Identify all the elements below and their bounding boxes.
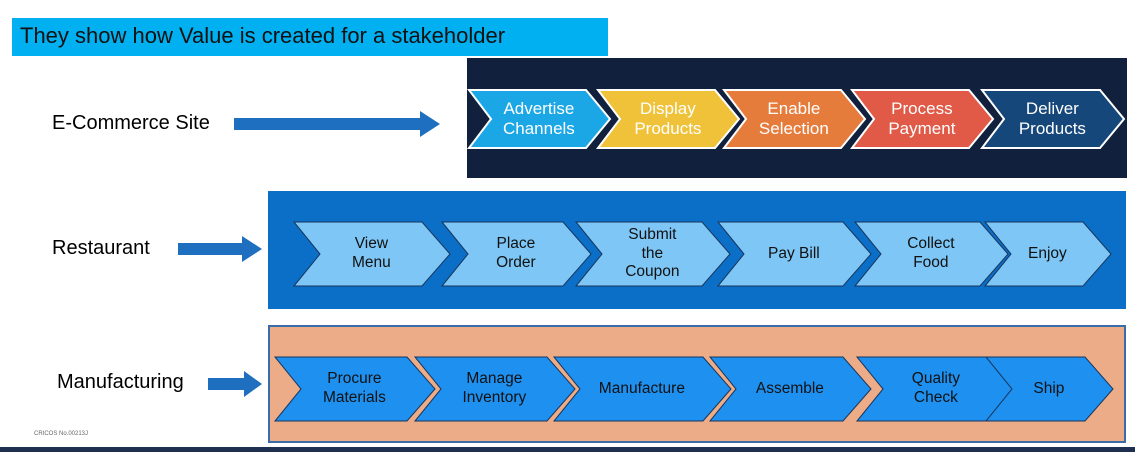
pointer-arrow-ecommerce (234, 111, 440, 137)
chevron-flow-svg (273, 356, 1114, 422)
process-step-line: Assemble (755, 379, 824, 397)
process-step-line: Products (634, 119, 702, 138)
process-step-line: Quality (911, 370, 961, 388)
process-step-line: Place (496, 235, 536, 253)
chevron-flow-svg (467, 89, 1126, 149)
process-step-label: Pay Bill (734, 222, 855, 286)
process-step-line: Materials (322, 389, 386, 406)
process-step-chevron (849, 89, 995, 149)
row-label-restaurant: Restaurant (52, 237, 150, 259)
process-step-line: Inventory (462, 389, 527, 406)
slide-title: They show how Value is created for a sta… (12, 18, 608, 56)
process-step-line: Manufacture (598, 379, 685, 397)
process-step-line: Food (913, 254, 949, 271)
chevron-flow-svg (292, 221, 1112, 287)
bottom-rule (0, 447, 1135, 452)
process-step-chevron (721, 89, 867, 149)
process-step-line: Process (891, 98, 953, 118)
pointer-arrow-restaurant (178, 236, 262, 262)
row-label-ecommerce: E-Commerce Site (52, 112, 210, 134)
process-step-chevron (983, 221, 1112, 287)
process-step-chevron (979, 89, 1126, 149)
process-step-line: Products (1018, 119, 1086, 138)
process-step-label: Assemble (726, 357, 855, 421)
process-step-chevron (708, 356, 872, 422)
process-step-line: Deliver (1025, 98, 1079, 118)
process-step-line: Channels (502, 119, 575, 138)
process-step-line: Selection (758, 119, 829, 138)
process-step-line: Ship (1033, 379, 1065, 397)
process-step-chevron (552, 356, 732, 422)
process-step-line: Procure (327, 370, 382, 388)
process-step-label: Manufacture (570, 357, 715, 421)
process-step-chevron (716, 221, 872, 287)
process-step-chevron (595, 89, 741, 149)
process-step-line: Manage (466, 370, 523, 388)
process-step-line: Coupon (625, 263, 680, 281)
process-step-chevron (574, 221, 731, 287)
process-step-line: Order (496, 254, 536, 271)
row-label-manufacturing: Manufacturing (57, 371, 184, 393)
process-step-chevron (853, 221, 1009, 287)
process-step-line: Check (913, 389, 958, 406)
pointer-arrow-manufacturing (208, 371, 262, 397)
process-step-label: Enjoy (1001, 222, 1095, 286)
process-step-line: Payment (888, 119, 956, 138)
process-step-chevron (273, 356, 436, 422)
process-step-line: the (641, 244, 664, 262)
process-step-line: Menu (352, 254, 391, 271)
process-step-line: View (354, 235, 389, 253)
process-step-chevron (984, 356, 1114, 422)
process-step-chevron (467, 89, 612, 149)
cricos-footer: CRICOS No.00213J (34, 431, 89, 437)
process-step-line: Enjoy (1028, 244, 1067, 262)
process-step-label: Ship (1002, 357, 1097, 421)
process-step-line: Submit (628, 226, 677, 244)
process-step-line: Pay Bill (768, 244, 820, 262)
process-step-line: Enable (767, 98, 821, 118)
process-step-line: Collect (907, 235, 955, 253)
process-step-chevron (292, 221, 451, 287)
process-step-chevron (440, 221, 592, 287)
process-step-line: Display (640, 98, 696, 118)
process-step-chevron (413, 356, 576, 422)
process-step-line: Advertise (503, 98, 575, 118)
